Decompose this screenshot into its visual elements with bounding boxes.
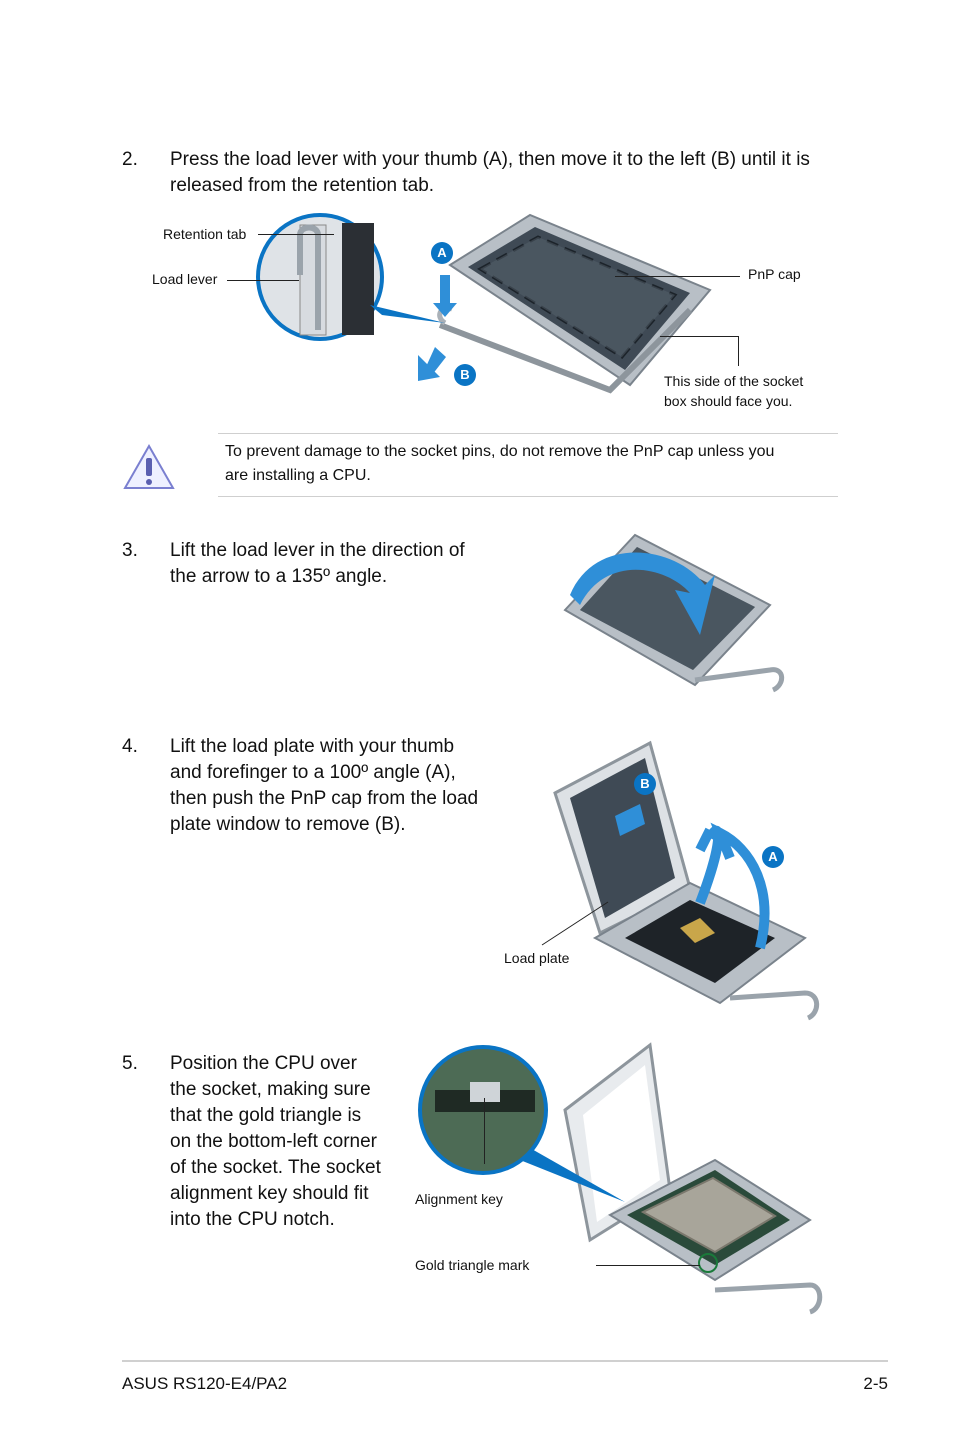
leader-alignment-key: [484, 1098, 485, 1164]
footer-rule: [122, 1360, 888, 1362]
caution-line-1: To prevent damage to the socket pins, do…: [225, 443, 775, 460]
step-2-line-2: released from the retention tab.: [170, 175, 435, 196]
step-2-line-1: Press the load lever with your thumb (A)…: [170, 149, 810, 170]
step-2-number: 2.: [122, 149, 138, 170]
label-load-lever: Load lever: [152, 271, 218, 287]
step-5-line-2: the socket, making sure: [170, 1079, 371, 1100]
caution-text: To prevent damage to the socket pins, do…: [225, 440, 774, 488]
step-5-line-4: on the bottom-left corner: [170, 1131, 377, 1152]
badge-b-plate: B: [634, 773, 656, 795]
leader-socket-side-h: [660, 336, 738, 337]
figure-load-lever: A B: [150, 205, 830, 420]
label-pnp-cap: PnP cap: [748, 266, 801, 282]
label-alignment-key: Alignment key: [415, 1191, 503, 1207]
leader-load-plate: [541, 901, 609, 946]
warning-triangle-icon: [123, 443, 175, 489]
step-5-line-6: alignment key should fit: [170, 1183, 369, 1204]
caution-line-2: are installing a CPU.: [225, 467, 371, 484]
step-4-line-4: plate window to remove (B).: [170, 814, 406, 835]
step-5-text: Position the CPU over the socket, making…: [170, 1051, 381, 1233]
figure-1-drawing: [256, 213, 712, 394]
label-socket-side: This side of the socket box should face …: [664, 371, 803, 411]
step-5-line-5: of the socket. The socket: [170, 1157, 381, 1178]
socket-side-line-1: This side of the socket: [664, 373, 804, 389]
badge-b: B: [454, 364, 476, 386]
figure-cpu-position: [418, 1042, 823, 1315]
badge-a: A: [431, 242, 453, 264]
leader-load-lever: [227, 280, 299, 281]
leader-retention-tab: [258, 234, 334, 235]
step-5-number: 5.: [122, 1053, 138, 1074]
step-4-line-3: then push the PnP cap from the load: [170, 788, 479, 809]
step-3-text: Lift the load lever in the direction of …: [170, 538, 465, 590]
figure-3-drawing: [553, 740, 820, 1021]
leader-gold-triangle: [596, 1265, 700, 1266]
step-3-line-2: the arrow to a 135º angle.: [170, 566, 388, 587]
step-3-number: 3.: [122, 540, 138, 561]
step-3-line-1: Lift the load lever in the direction of: [170, 540, 465, 561]
footer-product: ASUS RS120-E4/PA2: [122, 1374, 288, 1393]
caution-top-rule: [218, 433, 838, 434]
leader-pnp-cap: [615, 276, 740, 277]
step-5-line-7: into the CPU notch.: [170, 1209, 335, 1230]
step-5-line-1: Position the CPU over: [170, 1053, 357, 1074]
step-4-number: 4.: [122, 736, 138, 757]
step-4-line-1: Lift the load plate with your thumb: [170, 736, 455, 757]
leader-socket-side-v: [738, 336, 739, 366]
step-5-line-3: that the gold triangle is: [170, 1105, 362, 1126]
step-4-line-2: and forefinger to a 100º angle (A),: [170, 762, 456, 783]
badge-a-plate: A: [762, 846, 784, 868]
label-gold-triangle: Gold triangle mark: [415, 1257, 530, 1273]
label-load-plate: Load plate: [504, 950, 570, 966]
footer-page-number: 2-5: [863, 1374, 888, 1393]
step-4-text: Lift the load plate with your thumb and …: [170, 734, 478, 838]
step-2-text: Press the load lever with your thumb (A)…: [170, 147, 810, 199]
label-retention-tab: Retention tab: [163, 226, 247, 242]
socket-side-line-2: box should face you.: [664, 393, 793, 409]
caution-bottom-rule: [218, 496, 838, 497]
figure-load-plate: B A: [550, 738, 825, 1028]
figure-lift-lever: [563, 533, 785, 693]
